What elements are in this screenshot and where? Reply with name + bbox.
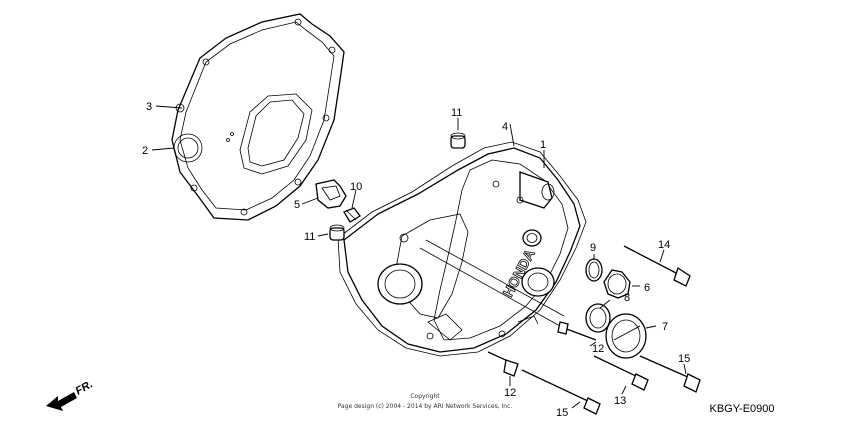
diagram-code: KBGY-E0900: [709, 403, 774, 415]
bolt-part-10: [343, 207, 361, 223]
callout-15-right: 15: [678, 353, 690, 365]
cover-gasket-part-4: [337, 141, 587, 357]
bolt-part-15-right: [639, 355, 701, 393]
callout-13: 13: [614, 395, 626, 407]
callout-11-upper: 11: [451, 107, 462, 119]
callout-15-left: 15: [556, 407, 568, 419]
callout-3: 3: [146, 101, 152, 113]
copyright-line-1: Copyright: [410, 393, 440, 400]
cap-part-7: [605, 313, 647, 359]
callout-11-lower: 11: [304, 231, 315, 243]
o-ring-part-8: [585, 303, 611, 333]
clip-part-5: [315, 179, 347, 209]
callout-12-left: 12: [504, 387, 516, 399]
plug-part-6: [603, 269, 631, 299]
bolt-part-12-right: [557, 321, 597, 341]
callout-6: 6: [644, 282, 650, 294]
callout-8: 8: [624, 292, 630, 304]
callout-5: 5: [294, 199, 300, 211]
callout-2: 2: [142, 145, 148, 157]
dowel-pin-part-11-upper: [450, 132, 466, 149]
direction-label: FR.: [74, 378, 95, 397]
bolt-part-12-left: [487, 351, 519, 377]
callout-4: 4: [502, 121, 508, 133]
o-ring-part-9: [585, 258, 603, 282]
callout-7: 7: [662, 321, 668, 333]
front-arrow-icon: [46, 392, 77, 411]
callout-10: 10: [350, 181, 362, 193]
copyright-line-2: Page design (c) 2004 - 2014 by ARI Netwo…: [338, 403, 513, 410]
bolt-part-14: [623, 245, 691, 287]
bolt-part-13: [593, 355, 649, 391]
callout-1: 1: [540, 139, 546, 151]
bolt-part-15-left: [521, 369, 601, 415]
gasket-part-2: [171, 13, 345, 221]
callout-9: 9: [590, 242, 596, 254]
dowel-pin-part-11-lower: [329, 224, 345, 241]
crankcase-cover-part-1: HONDA: [343, 147, 581, 353]
callout-14: 14: [658, 239, 670, 251]
callout-12-right: 12: [592, 343, 604, 355]
leader-lines: [151, 105, 687, 409]
